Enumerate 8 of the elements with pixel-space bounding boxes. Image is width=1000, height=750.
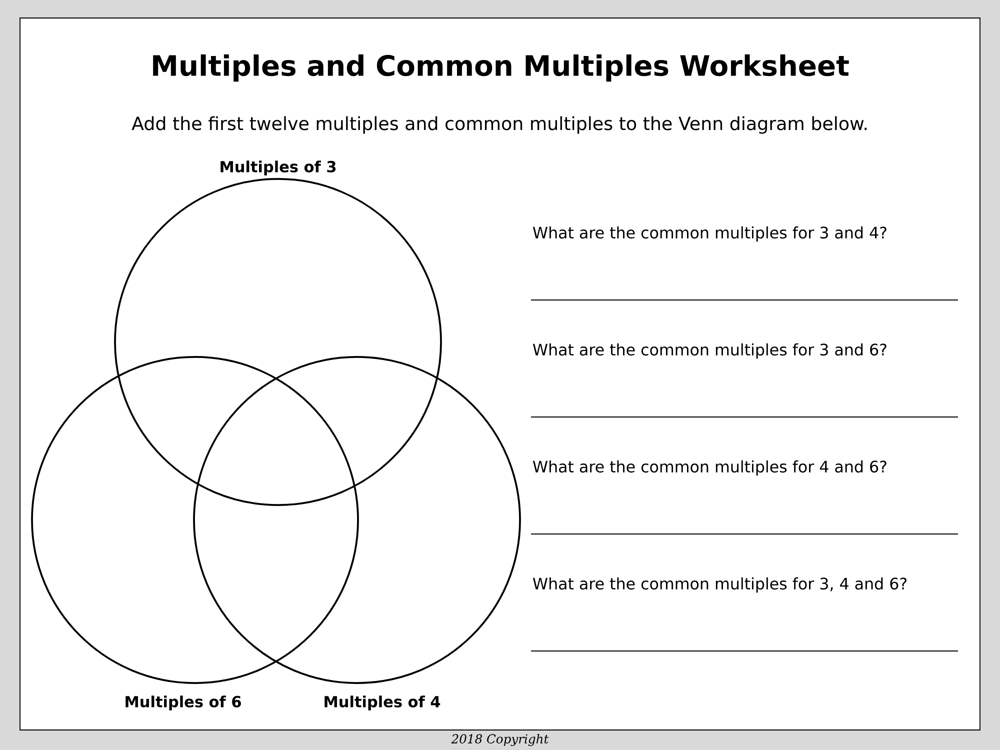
instruction-text: Add the first twelve multiples and common multiples to the Venn diagram below. [132,116,867,134]
question-text: What are the common multiples for 3 and 6? [532,343,886,359]
circle-label: Multiples of 4 [324,696,440,710]
footer-text: 2018 Copyright [451,734,549,746]
circle-label: Multiples of 6 [126,696,241,710]
question-text: What are the common multiples for 3 and 4? [532,226,886,242]
circle-label: Multiples of 3 [220,160,336,176]
title: Multiples and Common Multiples Worksheet [153,54,849,82]
